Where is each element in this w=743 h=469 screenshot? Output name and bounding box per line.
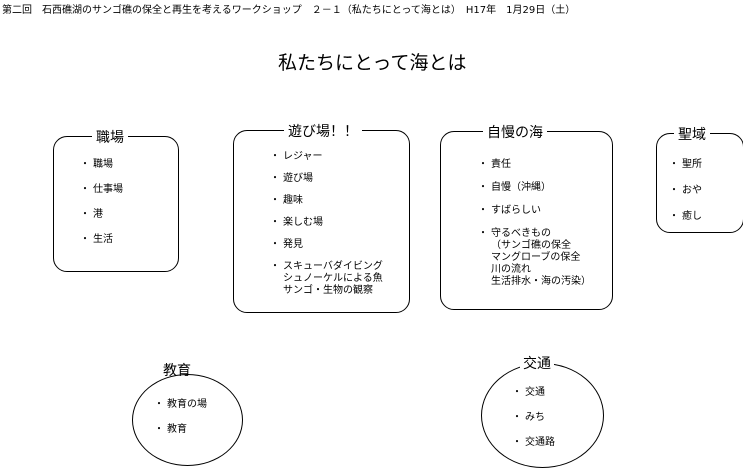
list-item: 教育の場: [154, 399, 207, 411]
list-item-text: 癒し: [682, 211, 702, 222]
list-item-text: 仕事場: [93, 184, 123, 195]
list-item: 港: [80, 209, 123, 221]
list-item: 教育: [154, 424, 207, 436]
list-item: 仕事場: [80, 184, 123, 196]
list-item-text: みち: [525, 412, 545, 423]
list-item: 発見: [270, 239, 383, 251]
list-item-text: 交通: [525, 387, 545, 398]
list-item: 交通路: [512, 437, 555, 449]
list-item-text: 港: [93, 209, 103, 220]
list-item: 趣味: [270, 195, 383, 207]
group-sacred-items: 聖所おや癒し: [669, 159, 702, 223]
list-item: すばらしい: [478, 205, 591, 217]
group-workplace-items: 職場仕事場港生活: [80, 159, 123, 246]
list-item-text: マングローブの保全: [491, 252, 581, 263]
group-education: 教育の場教育: [132, 374, 243, 466]
list-item: 楽しむ場: [270, 217, 383, 229]
list-item-text: 趣味: [283, 195, 303, 206]
group-transport-title: 交通: [520, 353, 554, 373]
list-item: 責任: [478, 159, 591, 171]
group-education-items: 教育の場教育: [154, 399, 207, 436]
list-item-text: 発見: [283, 239, 303, 250]
group-play-title: 遊び場！！: [284, 121, 362, 141]
group-play-items: レジャー遊び場趣味楽しむ場発見スキューバダイビングシュノーケルによる魚サンゴ・生…: [270, 151, 383, 297]
group-play: 遊び場！！ レジャー遊び場趣味楽しむ場発見スキューバダイビングシュノーケルによる…: [233, 121, 410, 313]
list-item-text: シュノーケルによる魚: [283, 273, 383, 284]
list-item-text: 生活排水・海の汚染）: [491, 276, 591, 287]
list-item-text: 交通路: [525, 437, 555, 448]
group-sacred-title: 聖域: [674, 124, 710, 144]
list-item-text: 遊び場: [283, 173, 313, 184]
group-sacred: 聖域 聖所おや癒し: [656, 124, 743, 233]
list-item: 交通: [512, 387, 555, 399]
page-header: 第二回 石西礁湖のサンゴ礁の保全と再生を考えるワークショップ ２－１（私たちにと…: [2, 5, 576, 16]
list-item-text: サンゴ・生物の観察: [283, 285, 373, 296]
page-title: 私たちにとって海とは: [278, 52, 467, 74]
group-transport: 交通みち交通路: [481, 363, 604, 468]
group-pride-items: 責任自慢（沖縄） すばらしい守るべきもの（サンゴ礁の保全マングローブの保全川の流れ…: [478, 159, 591, 288]
group-workplace-title: 職場: [92, 127, 128, 147]
list-item-text: 聖所: [682, 159, 702, 170]
list-item: 癒し: [669, 211, 702, 223]
group-pride: 自慢の海 責任自慢（沖縄） すばらしい守るべきもの（サンゴ礁の保全マングローブの保…: [440, 122, 613, 310]
list-item: おや: [669, 185, 702, 197]
list-item-text: 川の流れ: [491, 264, 531, 275]
list-item-text: 責任: [491, 159, 511, 170]
list-item-text: すばらしい: [491, 205, 541, 216]
list-item-text: 守るべきもの: [491, 228, 551, 239]
list-item-text: 教育の場: [167, 399, 207, 410]
list-item-text: 職場: [93, 159, 113, 170]
list-item-text: スキューバダイビング: [283, 261, 383, 272]
list-item-text: 教育: [167, 424, 187, 435]
group-education-title: 教育: [163, 363, 191, 379]
group-transport-items: 交通みち交通路: [512, 387, 555, 449]
list-item-text: 生活: [93, 234, 113, 245]
list-item-text: 楽しむ場: [283, 217, 323, 228]
list-item: 聖所: [669, 159, 702, 171]
list-item: 職場: [80, 159, 123, 171]
list-item-text: 自慢（沖縄）: [491, 182, 551, 193]
group-pride-title: 自慢の海: [483, 122, 547, 142]
list-item: レジャー: [270, 151, 383, 163]
list-item-text: （サンゴ礁の保全: [491, 240, 571, 251]
list-item-text: レジャー: [283, 151, 323, 162]
list-item: みち: [512, 412, 555, 424]
group-workplace: 職場 職場仕事場港生活: [53, 127, 179, 272]
list-item: 遊び場: [270, 173, 383, 185]
list-item: 生活: [80, 234, 123, 246]
list-item: 自慢（沖縄）: [478, 182, 591, 194]
list-item-text: おや: [682, 185, 702, 196]
